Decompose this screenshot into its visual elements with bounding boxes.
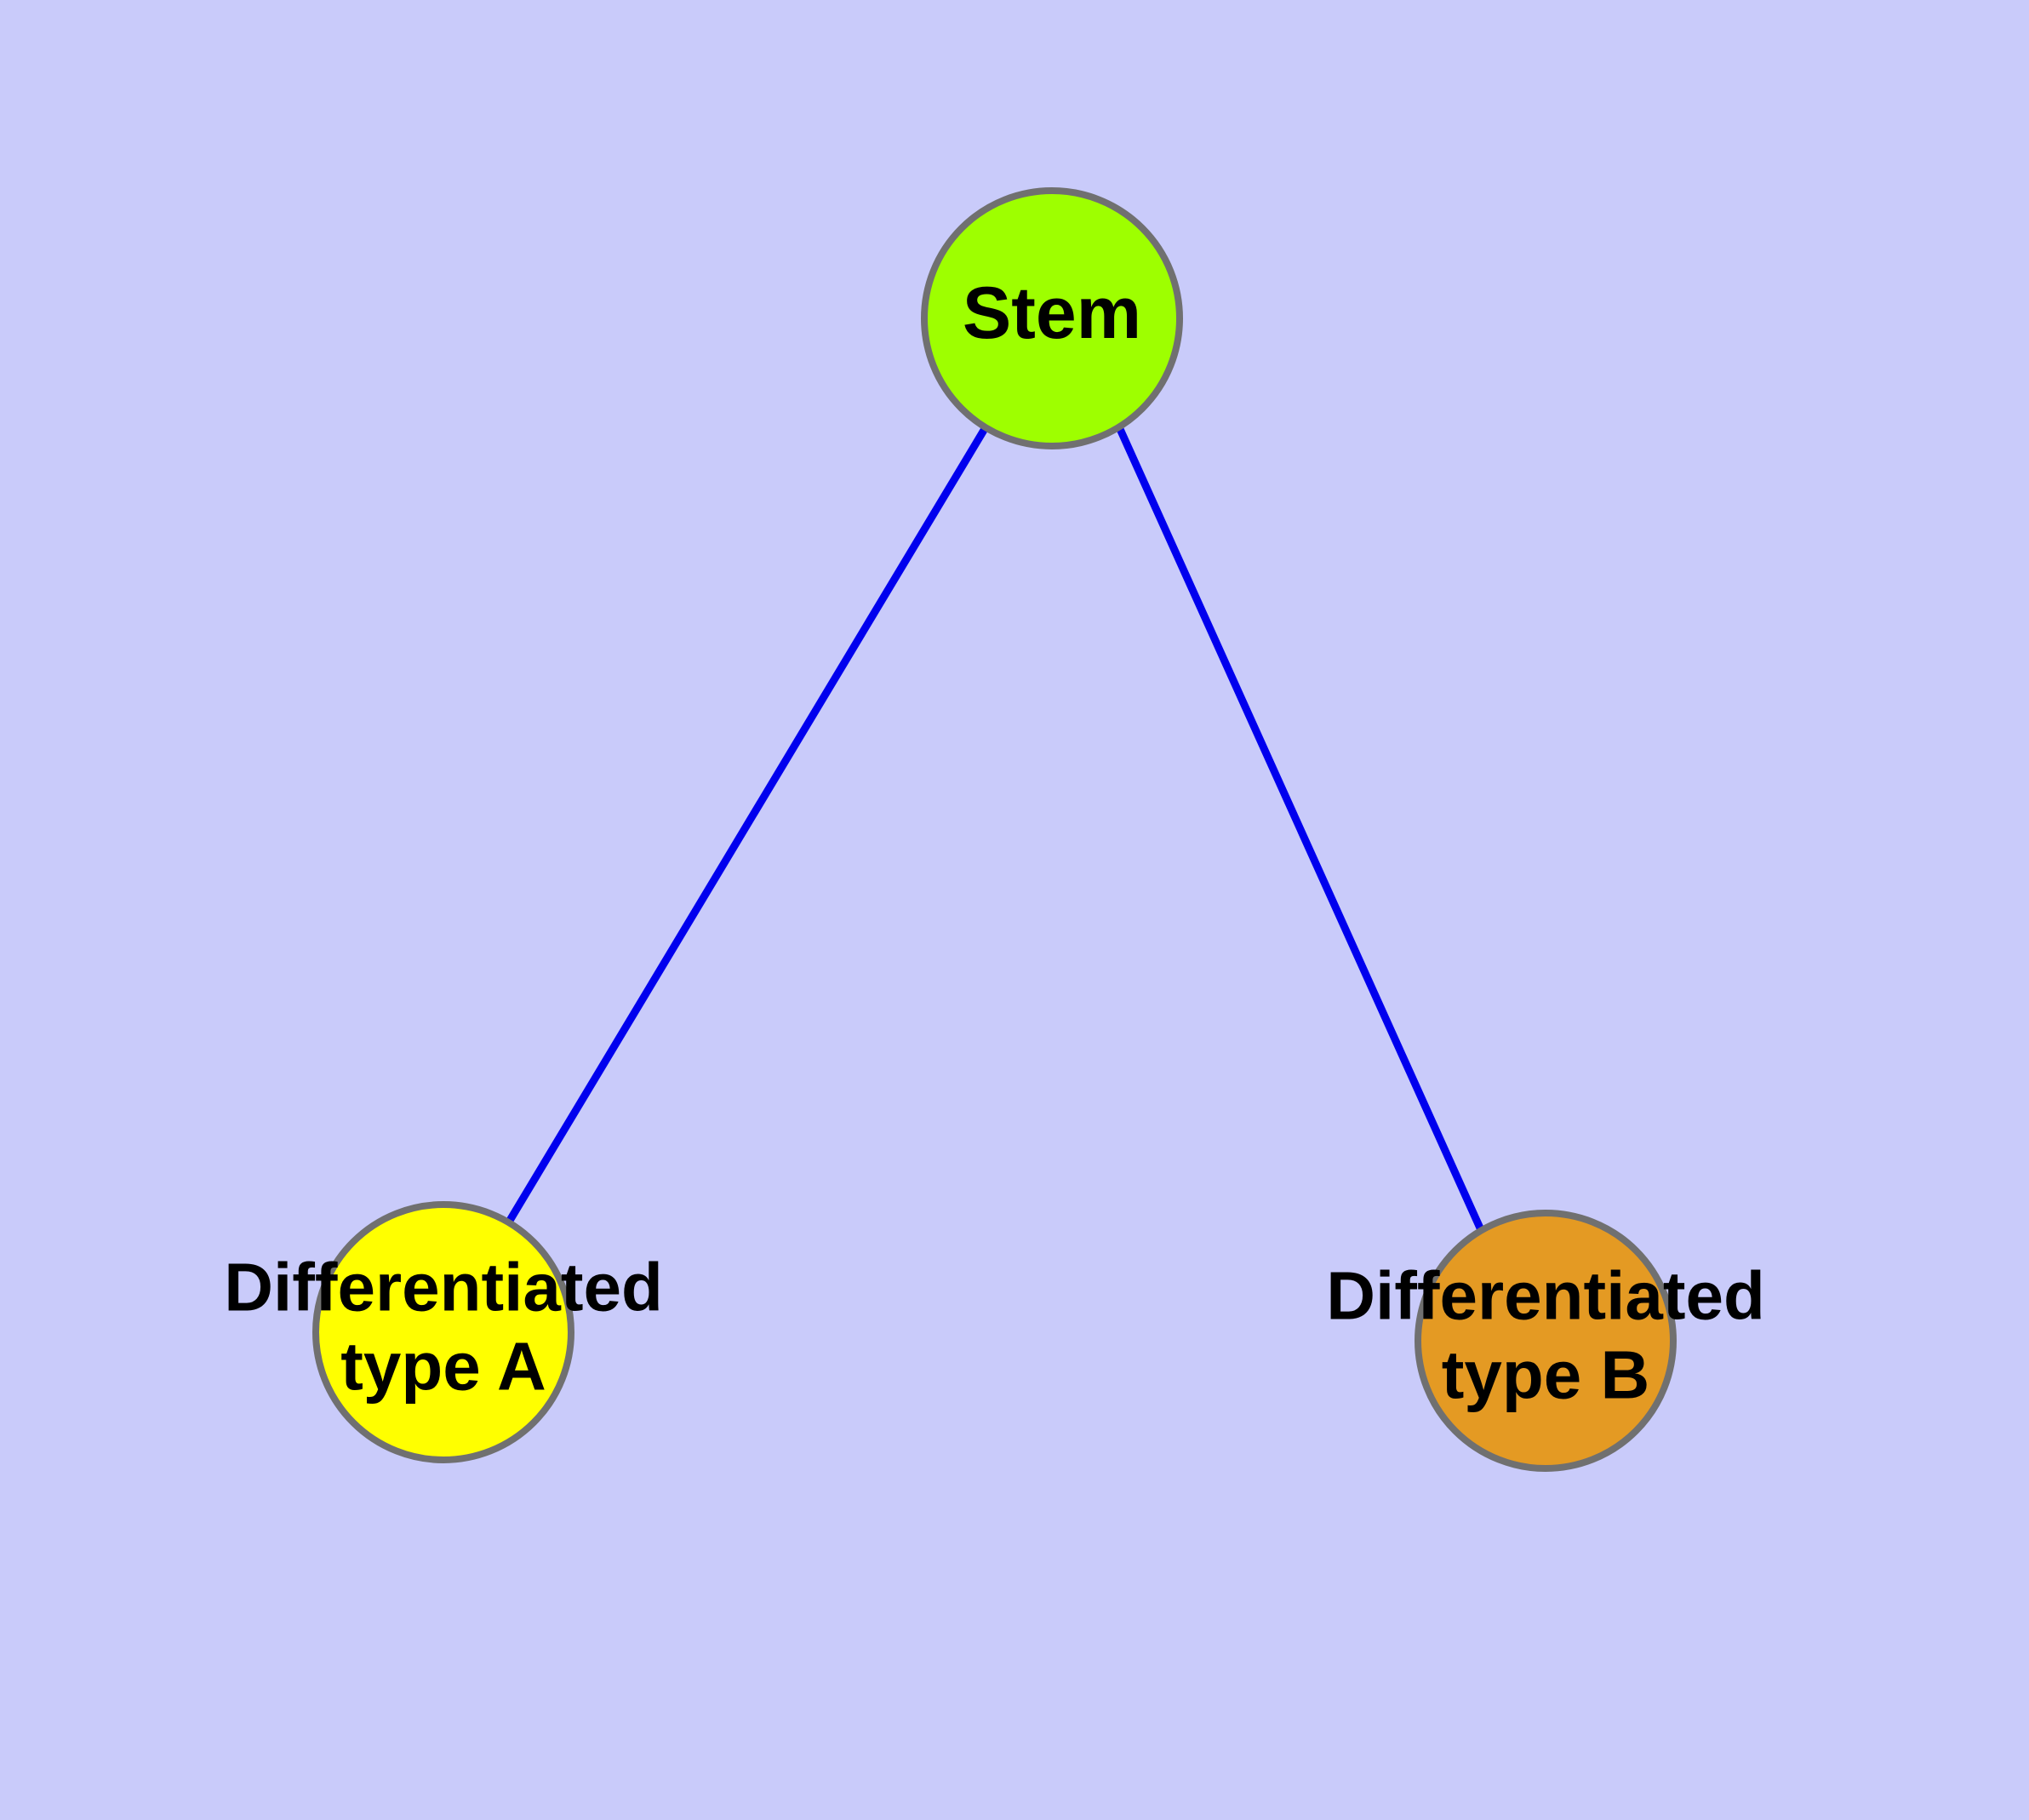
node-stem-label: Stem — [963, 272, 1141, 354]
edge-stem-to-differentiated-type-b[interactable] — [1116, 427, 1486, 1233]
node-stem-circle[interactable] — [921, 187, 1183, 449]
edges-layer — [505, 425, 1486, 1233]
node-differentiated-type-b-circle[interactable] — [1415, 1210, 1677, 1472]
edge-stem-to-differentiated-type-a[interactable] — [505, 425, 989, 1226]
nodes-layer — [312, 187, 1677, 1472]
node-differentiated-type-a-circle[interactable] — [312, 1201, 574, 1463]
